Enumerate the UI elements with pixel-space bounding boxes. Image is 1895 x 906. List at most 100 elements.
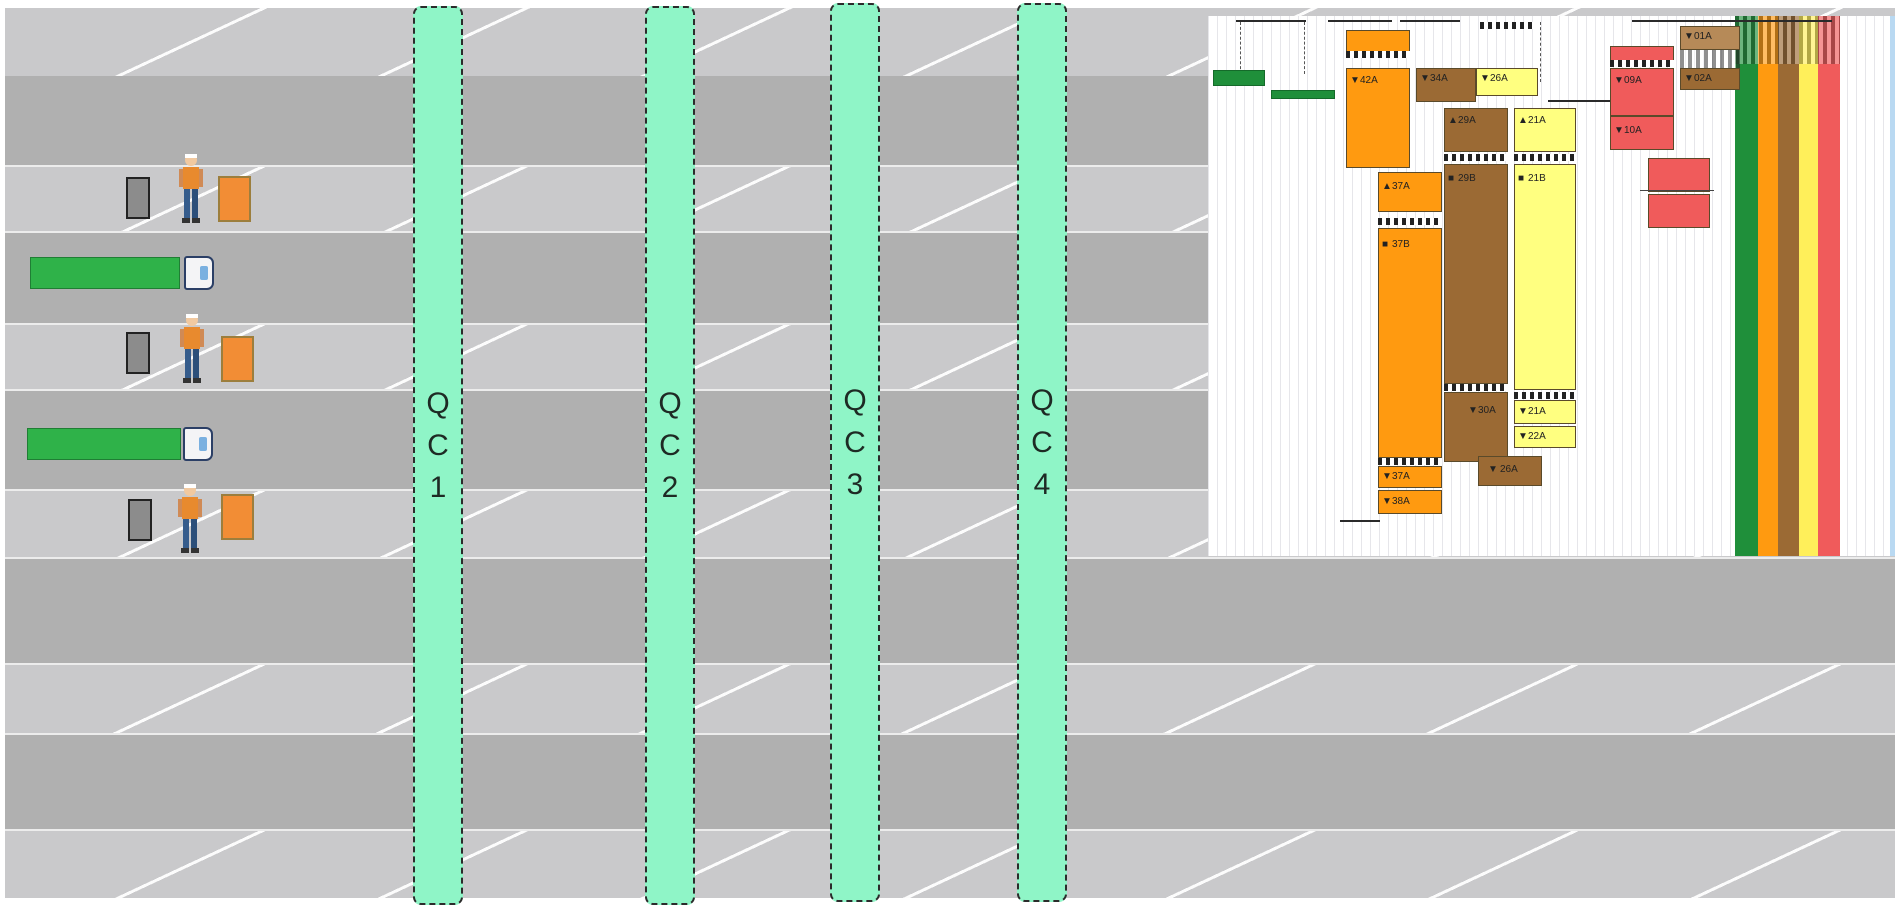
gantt-task-26A-top[interactable]: ▼ 26A (1476, 68, 1538, 96)
gantt-bar-separator (1480, 22, 1536, 29)
arrow-down-icon: ▼ (1382, 496, 1392, 507)
gantt-task-37A-top[interactable]: ▲ 37A (1378, 172, 1442, 212)
gantt-baseline (1632, 20, 1832, 22)
arrow-down-icon: ▼ (1518, 431, 1528, 442)
truck-icon[interactable] (30, 257, 180, 289)
gantt-bar-green (1271, 90, 1335, 99)
gantt-task-label: 37B (1392, 239, 1410, 250)
container-orange[interactable] (221, 336, 254, 382)
lane-divider (5, 557, 1895, 559)
gantt-resource-column-yellow (1799, 16, 1818, 556)
gantt-bar-separator (1444, 154, 1508, 161)
gantt-baseline (1340, 520, 1380, 522)
gantt-task-42A[interactable]: 42A ▼ (1346, 68, 1410, 168)
arrow-down-icon: ▼ (1468, 405, 1478, 416)
gantt-resource-column-orange (1758, 16, 1778, 556)
schedule-gantt-panel: 42A ▼ ▼ 34A ▼ 26A ▼ 09A ▼ 10A ▼ 01A (1208, 16, 1895, 556)
container-gray[interactable] (128, 499, 152, 541)
gantt-baseline (1548, 100, 1618, 102)
gantt-task-21A-top[interactable]: ▲ 21A (1514, 108, 1576, 152)
gantt-task-label: 22A (1528, 431, 1546, 442)
gantt-task-30A[interactable]: ▼ 30A (1444, 392, 1508, 462)
lane-divider (5, 663, 1895, 665)
gantt-task-label: 37A (1392, 181, 1410, 192)
yard-lane (5, 830, 1895, 898)
gantt-task-label: 42A (1360, 75, 1378, 86)
gantt-dependency-line (1304, 22, 1305, 74)
arrow-down-icon: ▼ (1480, 73, 1490, 84)
gantt-bar-orange (1346, 30, 1410, 54)
arrow-down-icon: ▼ (1350, 75, 1360, 86)
container-gray[interactable] (126, 177, 150, 219)
container-orange[interactable] (218, 176, 251, 222)
gantt-baseline (1328, 20, 1392, 22)
gantt-task-21B[interactable]: ■ 21B (1514, 164, 1576, 390)
lane-divider (5, 829, 1895, 831)
gantt-bar-separator (1346, 51, 1410, 58)
gantt-task-38A[interactable]: ▼ 38A (1378, 490, 1442, 514)
gantt-task-label: 29B (1458, 173, 1476, 184)
yard-lane (5, 664, 1895, 734)
gantt-task-37A-bottom[interactable]: ▼ 37A (1378, 466, 1442, 488)
lane-divider (5, 389, 1895, 391)
arrow-down-icon: ▼ (1614, 125, 1624, 136)
truck-cab (183, 427, 213, 461)
gantt-task-21A-bottom[interactable]: ▼ 21A (1514, 400, 1576, 424)
gantt-task-34A[interactable]: ▼ 34A (1416, 68, 1476, 102)
gantt-bar-separator (1378, 218, 1442, 225)
yard-lane (5, 734, 1895, 830)
worker-icon[interactable] (173, 482, 207, 562)
gantt-task-label: 30A (1478, 405, 1496, 416)
top-margin (0, 0, 1895, 5)
gantt-task-label: 34A (1430, 73, 1448, 84)
lane-divider (5, 733, 1895, 735)
gantt-task-09A[interactable]: ▼ 09A (1610, 68, 1674, 116)
gantt-task-label: 37A (1392, 471, 1410, 482)
container-gray[interactable] (126, 332, 150, 374)
gantt-task-label: 01A (1694, 31, 1712, 42)
gantt-bar-separator (1514, 392, 1576, 399)
gantt-task-26A-bottom[interactable]: ▼ 26A (1478, 456, 1542, 486)
arrow-up-icon: ▲ (1448, 115, 1458, 126)
gantt-task-10A[interactable]: ▼ 10A (1610, 116, 1674, 150)
truck-icon[interactable] (27, 428, 181, 460)
arrow-down-icon: ▼ (1382, 471, 1392, 482)
gantt-baseline (1640, 190, 1714, 191)
gantt-task-label: 38A (1392, 496, 1410, 507)
gantt-bar-separator (1378, 458, 1442, 465)
arrow-up-icon: ▲ (1518, 115, 1528, 126)
gantt-task-label: 21B (1528, 173, 1546, 184)
square-icon: ■ (1518, 173, 1525, 184)
gantt-task-29B[interactable]: ■ 29B (1444, 164, 1508, 384)
gantt-task-22A[interactable]: ▼ 22A (1514, 426, 1576, 448)
gantt-task-label: 10A (1624, 125, 1642, 136)
gantt-bar-green (1213, 70, 1265, 86)
arrow-down-icon: ▼ (1684, 31, 1694, 42)
gantt-task-label: 09A (1624, 75, 1642, 86)
gantt-bar-separator (1444, 384, 1508, 391)
lane-divider (5, 489, 1895, 491)
gantt-task-01A[interactable]: ▼ 01A (1680, 26, 1740, 50)
gantt-task-02A[interactable]: ▼ 02A (1680, 68, 1740, 90)
lane-divider (5, 165, 1895, 167)
yard-lane (5, 558, 1895, 664)
arrow-up-icon: ▲ (1382, 181, 1392, 192)
worker-icon[interactable] (175, 312, 209, 392)
gantt-task-label: 26A (1490, 73, 1508, 84)
arrow-down-icon: ▼ (1518, 406, 1528, 417)
gantt-task-29A[interactable]: ▲ 29A (1444, 108, 1508, 152)
gantt-bar-red (1648, 194, 1710, 228)
container-orange[interactable] (221, 494, 254, 540)
gantt-bar-separator (1680, 50, 1740, 68)
worker-icon[interactable] (174, 152, 208, 232)
gantt-resource-column-green (1735, 16, 1758, 556)
gantt-task-37B[interactable]: ■ 37B (1378, 228, 1442, 458)
